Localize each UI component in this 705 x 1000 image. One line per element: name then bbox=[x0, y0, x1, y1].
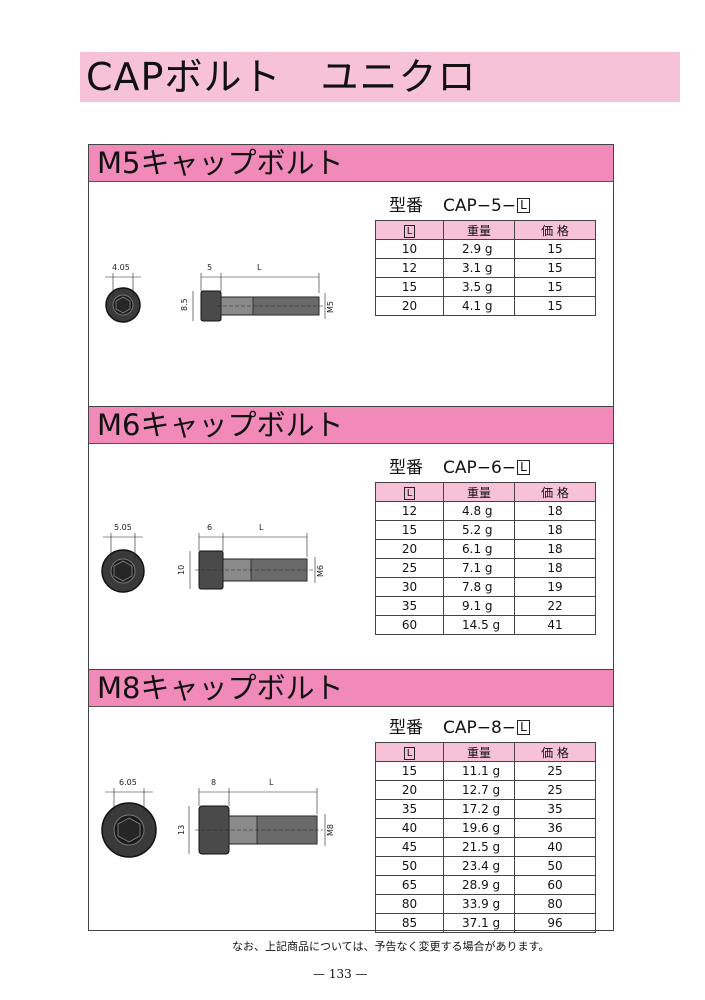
section-header: M5キャップボルト bbox=[89, 145, 613, 182]
header-length: L bbox=[375, 220, 444, 240]
header-price: 価 格 bbox=[514, 742, 596, 762]
dim-side: 8.5 bbox=[180, 298, 189, 311]
dim-thread: M6 bbox=[316, 565, 325, 577]
model-code: CAP−8− bbox=[443, 718, 517, 738]
header-length: L bbox=[375, 482, 444, 502]
dim-thread: M8 bbox=[326, 824, 335, 836]
page-title: CAPボルト ユニクロ bbox=[86, 55, 477, 99]
model-code: CAP−6− bbox=[443, 458, 517, 478]
dim-length: L bbox=[269, 778, 274, 787]
model-suffix-box: L bbox=[517, 198, 530, 213]
dim-head-len: 5 bbox=[207, 263, 212, 272]
dim-length: L bbox=[257, 263, 262, 272]
model-prefix: 型番 bbox=[389, 718, 423, 738]
section-title: M6キャップボルト bbox=[97, 408, 344, 442]
section-header: M8キャップボルト bbox=[89, 670, 613, 707]
header-length: L bbox=[375, 742, 444, 762]
model-suffix-box: L bbox=[517, 720, 530, 735]
model-suffix-box: L bbox=[517, 460, 530, 475]
dim-side: 13 bbox=[177, 825, 186, 835]
header-weight: 重量 bbox=[443, 742, 515, 762]
header-weight: 重量 bbox=[443, 482, 515, 502]
section-title: M8キャップボルト bbox=[97, 671, 344, 705]
model-prefix: 型番 bbox=[389, 458, 423, 478]
page-title-banner: CAPボルト ユニクロ bbox=[80, 52, 680, 102]
page-number: — 133 — bbox=[313, 967, 368, 981]
model-number: 型番 CAP−5−L bbox=[389, 195, 530, 217]
header-weight: 重量 bbox=[443, 220, 515, 240]
dim-side: 10 bbox=[177, 565, 186, 575]
model-number: 型番 CAP−6−L bbox=[389, 457, 530, 479]
section-header: M6キャップボルト bbox=[89, 407, 613, 444]
dim-head-len: 6 bbox=[207, 523, 212, 532]
disclaimer-note: なお、上記商品については、予告なく変更する場合があります。 bbox=[232, 940, 550, 953]
dim-head-dia: 6.05 bbox=[119, 778, 137, 787]
model-number: 型番 CAP−8−L bbox=[389, 717, 530, 739]
bolt-drawing-m8: 6.05 8 L 13 M8 bbox=[101, 778, 335, 858]
model-prefix: 型番 bbox=[389, 196, 423, 216]
dim-length: L bbox=[259, 523, 264, 532]
dim-head-len: 8 bbox=[211, 778, 216, 787]
bolt-drawing-m6: 5.05 6 L 10 M6 bbox=[101, 523, 325, 593]
header-price: 価 格 bbox=[514, 220, 596, 240]
dim-thread: M5 bbox=[326, 301, 335, 313]
section-title: M5キャップボルト bbox=[97, 146, 344, 180]
bolt-drawing-m5: 4.05 5 L 8.5 M5 bbox=[105, 263, 335, 323]
model-code: CAP−5− bbox=[443, 196, 517, 216]
dim-head-dia: 4.05 bbox=[112, 263, 130, 272]
header-price: 価 格 bbox=[514, 482, 596, 502]
dim-head-dia: 5.05 bbox=[114, 523, 132, 532]
